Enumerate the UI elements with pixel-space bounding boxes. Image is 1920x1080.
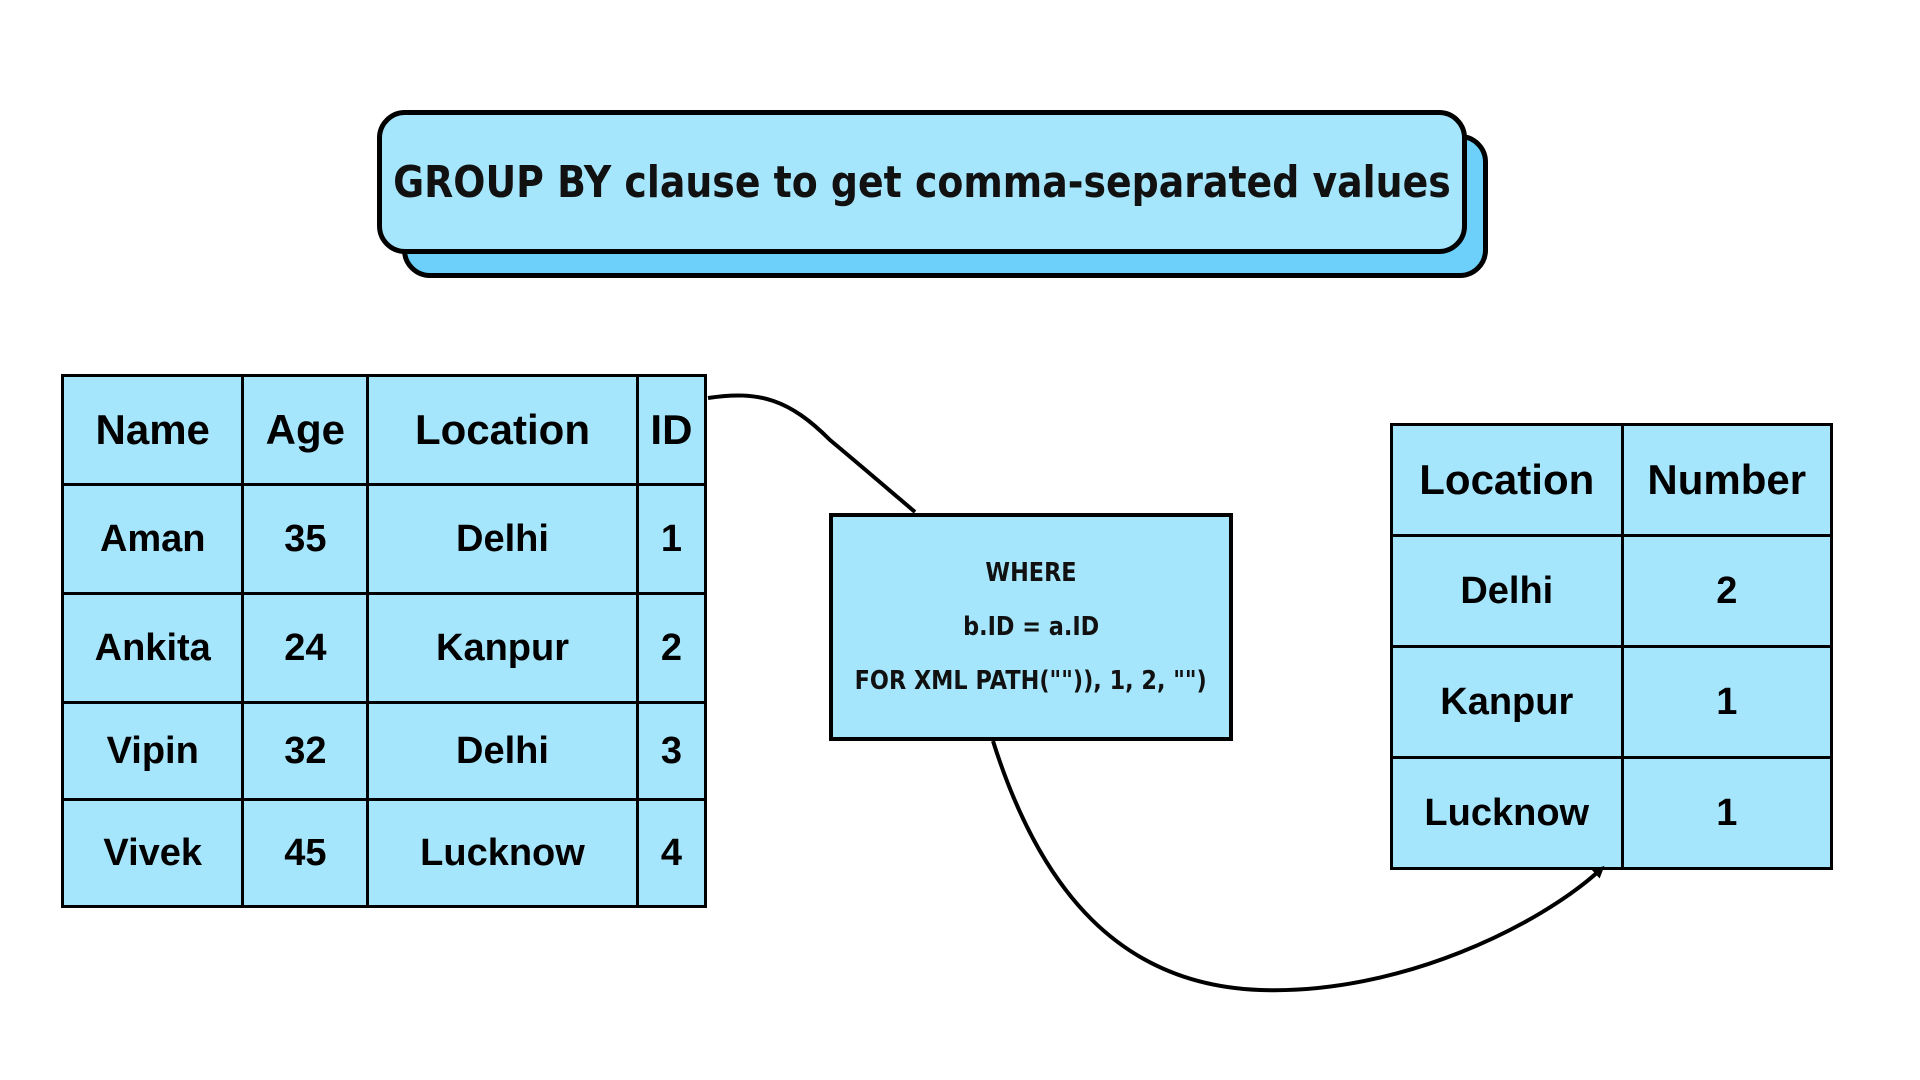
- result-cell: 1: [1620, 645, 1834, 759]
- query-line-where: WHERE: [985, 558, 1077, 588]
- source-cell: Lucknow: [366, 798, 639, 908]
- result-cell: 1: [1620, 756, 1834, 870]
- source-cell: 35: [241, 483, 370, 595]
- source-cell: Delhi: [366, 483, 639, 595]
- result-cell: Kanpur: [1390, 645, 1624, 759]
- source-cell: 3: [635, 701, 708, 801]
- result-header-location: Location: [1390, 423, 1624, 537]
- connector-source-to-query: [707, 393, 917, 514]
- source-cell: 24: [241, 592, 370, 704]
- table-row: Lucknow 1: [1390, 756, 1834, 870]
- source-cell: Ankita: [60, 592, 245, 704]
- source-cell: Aman: [60, 483, 245, 595]
- diagram-title: GROUP BY clause to get comma-separated v…: [393, 156, 1451, 208]
- table-row: Vipin 32 Delhi 3: [60, 701, 708, 801]
- table-row: Delhi 2: [1390, 534, 1834, 648]
- title-card: GROUP BY clause to get comma-separated v…: [377, 110, 1492, 278]
- source-header-name: Name: [60, 374, 245, 486]
- source-table: Name Age Location ID Aman 35 Delhi 1 Ank…: [60, 374, 708, 908]
- source-cell: Vipin: [60, 701, 245, 801]
- source-header-age: Age: [241, 374, 370, 486]
- source-cell: 2: [635, 592, 708, 704]
- query-box: WHERE b.ID = a.ID FOR XML PATH("")), 1, …: [829, 513, 1233, 741]
- query-line-xml-path: FOR XML PATH("")), 1, 2, ""): [854, 666, 1208, 696]
- result-cell: 2: [1620, 534, 1834, 648]
- result-cell: Delhi: [1390, 534, 1624, 648]
- table-row: Vivek 45 Lucknow 4: [60, 798, 708, 908]
- source-header-id: ID: [635, 374, 708, 486]
- source-cell: 45: [241, 798, 370, 908]
- table-row: Kanpur 1: [1390, 645, 1834, 759]
- source-cell: 32: [241, 701, 370, 801]
- table-row: Aman 35 Delhi 1: [60, 483, 708, 595]
- source-cell: Vivek: [60, 798, 245, 908]
- source-cell: 1: [635, 483, 708, 595]
- result-header-row: Location Number: [1390, 423, 1834, 537]
- source-cell: Kanpur: [366, 592, 639, 704]
- table-row: Ankita 24 Kanpur 2: [60, 592, 708, 704]
- source-header-row: Name Age Location ID: [60, 374, 708, 486]
- source-header-location: Location: [366, 374, 639, 486]
- result-table: Location Number Delhi 2 Kanpur 1 Lucknow…: [1390, 423, 1834, 870]
- title-box: GROUP BY clause to get comma-separated v…: [377, 110, 1467, 254]
- result-header-number: Number: [1620, 423, 1834, 537]
- query-line-condition: b.ID = a.ID: [962, 612, 1100, 642]
- source-cell: 4: [635, 798, 708, 908]
- result-cell: Lucknow: [1390, 756, 1624, 870]
- source-cell: Delhi: [366, 701, 639, 801]
